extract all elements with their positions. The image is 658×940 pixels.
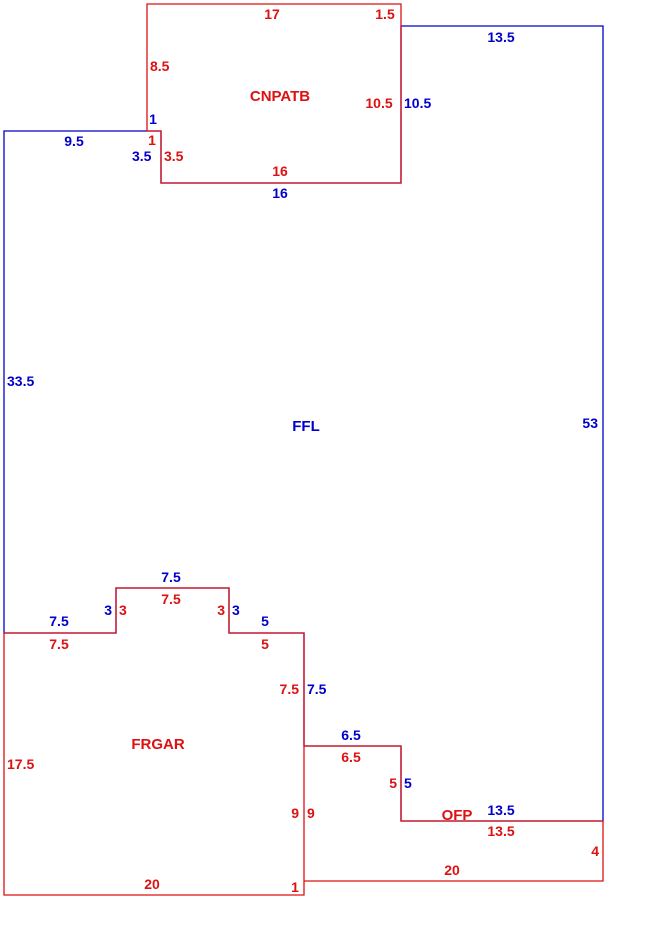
dim-label: 10.5 bbox=[404, 95, 431, 111]
dim-label: 7.5 bbox=[49, 636, 69, 652]
dim-label: 17 bbox=[264, 6, 280, 22]
dim-label: 7.5 bbox=[307, 681, 327, 697]
dim-label: 17.5 bbox=[7, 756, 34, 772]
dim-label: 33.5 bbox=[7, 373, 34, 389]
dim-label: 7.5 bbox=[280, 681, 300, 697]
dim-label: 1.5 bbox=[375, 6, 395, 22]
dim-label: 4 bbox=[591, 843, 599, 859]
dim-label: 5 bbox=[404, 775, 412, 791]
dim-label: 9 bbox=[307, 805, 315, 821]
dim-label: 1 bbox=[149, 111, 157, 127]
dim-label: 13.5 bbox=[487, 802, 514, 818]
ffl-area-label: FFL bbox=[292, 418, 320, 435]
dim-label: 8.5 bbox=[150, 58, 170, 74]
dim-label: 3.5 bbox=[164, 148, 184, 164]
dim-label: 9.5 bbox=[64, 133, 84, 149]
dim-label: 7.5 bbox=[49, 613, 69, 629]
dim-label: 3.5 bbox=[132, 148, 152, 164]
dim-label: 3 bbox=[217, 602, 225, 618]
dim-label: 6.5 bbox=[341, 749, 361, 765]
dim-label: 7.5 bbox=[161, 569, 181, 585]
dim-label: 20 bbox=[444, 862, 460, 878]
dim-label: 10.5 bbox=[365, 95, 392, 111]
dim-label: 53 bbox=[582, 415, 598, 431]
dim-label: 20 bbox=[144, 876, 160, 892]
dim-label: 7.5 bbox=[161, 591, 181, 607]
cnpatb-area-label: CNPATB bbox=[250, 88, 310, 105]
dim-label: 13.5 bbox=[487, 29, 514, 45]
dim-label: 3 bbox=[232, 602, 240, 618]
dim-label: 1 bbox=[148, 132, 156, 148]
frgar-area-label: FRGAR bbox=[131, 736, 184, 753]
dim-label: 5 bbox=[389, 775, 397, 791]
dim-label: 9 bbox=[291, 805, 299, 821]
dim-label: 3 bbox=[119, 602, 127, 618]
dim-label: 1 bbox=[291, 879, 299, 895]
dim-label: 3 bbox=[104, 602, 112, 618]
dim-label: 6.5 bbox=[341, 727, 361, 743]
ofp-area-label: OFP bbox=[442, 807, 473, 824]
dim-label: 16 bbox=[272, 163, 288, 179]
dim-label: 5 bbox=[261, 636, 269, 652]
frgar-outline bbox=[3, 587, 305, 896]
dim-label: 5 bbox=[261, 613, 269, 629]
dim-label: 13.5 bbox=[487, 823, 514, 839]
ofp-outline bbox=[304, 745, 604, 882]
cnpatb-outline bbox=[146, 3, 402, 184]
dim-label: 16 bbox=[272, 185, 288, 201]
